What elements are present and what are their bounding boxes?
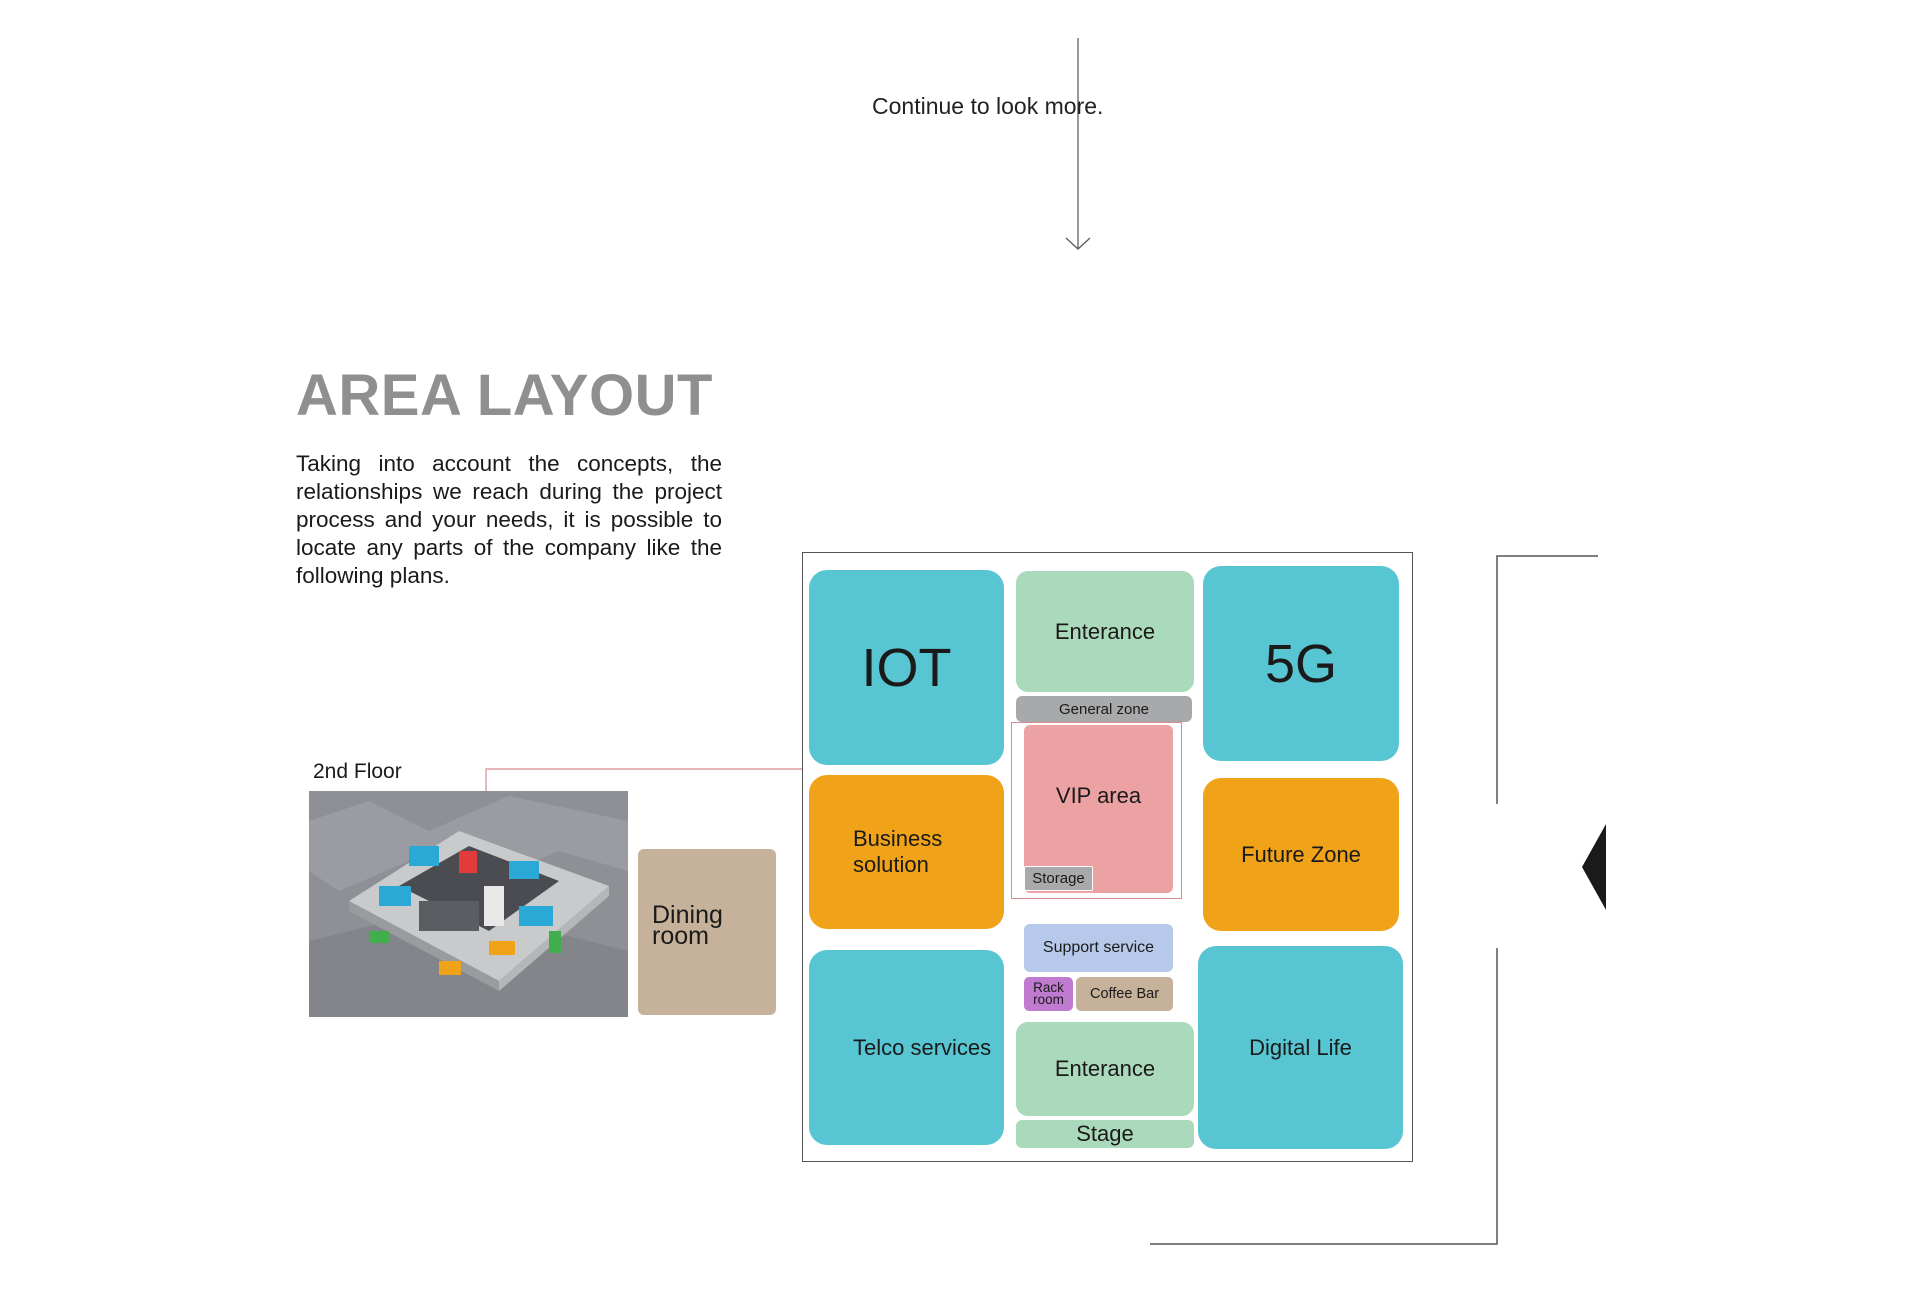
zone-stage: Stage bbox=[1016, 1120, 1194, 1148]
section-description: Taking into account the concepts, the re… bbox=[296, 451, 722, 588]
zone-storage: Storage bbox=[1024, 866, 1093, 891]
zone-dining-room: Dining room bbox=[638, 849, 776, 1015]
section-title: AREA LAYOUT bbox=[296, 363, 713, 428]
zone-entrance-top: Enterance bbox=[1016, 571, 1194, 692]
zone-future: Future Zone bbox=[1203, 778, 1399, 931]
zone-telco-services: Telco services bbox=[809, 950, 1004, 1145]
floor-render-image bbox=[309, 791, 628, 1017]
vip-area-outline bbox=[1011, 722, 1182, 899]
floor-label: 2nd Floor bbox=[313, 760, 402, 783]
zone-iot: IOT bbox=[809, 570, 1004, 765]
triangle-left-icon[interactable] bbox=[1582, 824, 1606, 910]
zone-dining-room-label: Dining room bbox=[652, 901, 723, 950]
arrow-down-icon bbox=[1065, 38, 1091, 250]
zone-5g: 5G bbox=[1203, 566, 1399, 761]
zone-general: General zone bbox=[1016, 696, 1192, 722]
zone-rack-room: Rack room bbox=[1024, 977, 1073, 1011]
zone-vip-area: VIP area bbox=[1024, 725, 1173, 893]
zone-support-service: Support service bbox=[1024, 924, 1173, 972]
zone-entrance-bottom: Enterance bbox=[1016, 1022, 1194, 1116]
zone-digital-life: Digital Life bbox=[1198, 946, 1403, 1149]
zone-coffee-bar: Coffee Bar bbox=[1076, 977, 1173, 1011]
scroll-hint-text: Continue to look more. bbox=[872, 93, 1104, 119]
zone-business-solution: Business solution bbox=[809, 775, 1004, 929]
